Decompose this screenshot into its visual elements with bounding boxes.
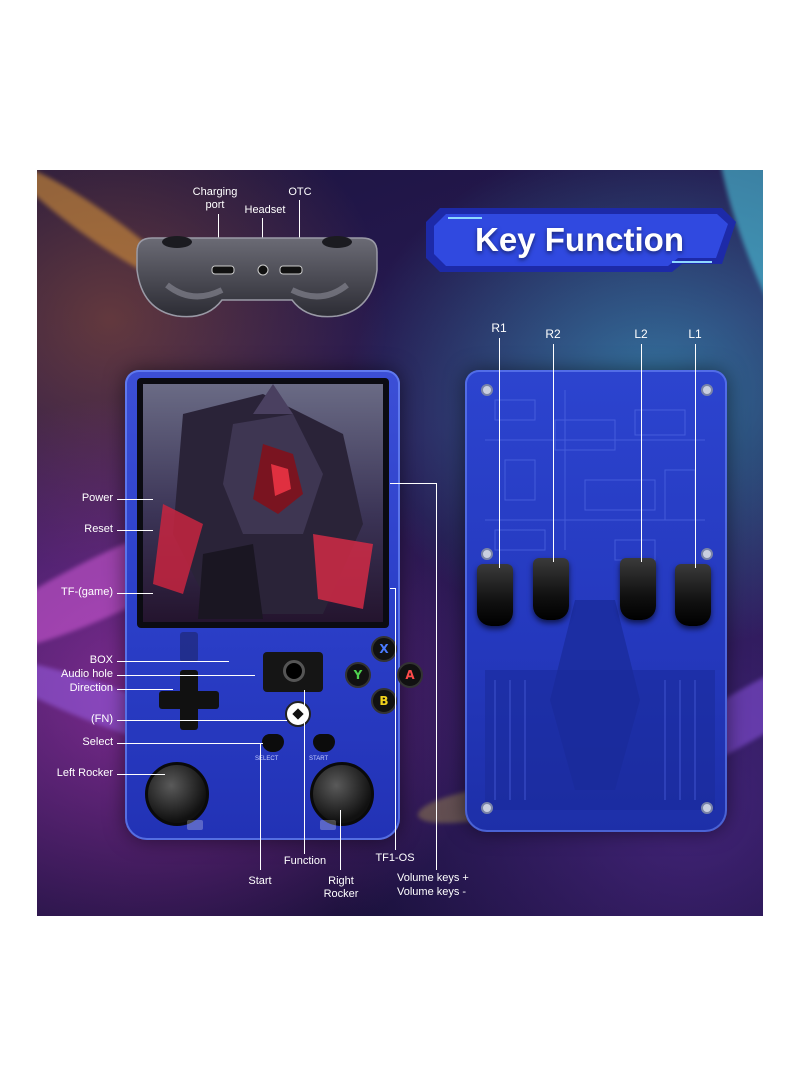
screw bbox=[481, 548, 493, 560]
leader-line bbox=[117, 720, 287, 721]
handheld-top-view-image bbox=[136, 236, 378, 318]
select-button[interactable] bbox=[262, 734, 284, 752]
leader-line bbox=[436, 483, 437, 870]
dpad[interactable] bbox=[159, 670, 219, 730]
a-button-label: A bbox=[405, 668, 415, 682]
leader-line bbox=[390, 483, 436, 484]
b-button[interactable]: B bbox=[371, 688, 397, 714]
label-tf-game: TF-(game) bbox=[61, 586, 113, 598]
leader-line bbox=[299, 200, 300, 262]
label-audio-hole: Audio hole bbox=[61, 668, 113, 680]
x-button[interactable]: X bbox=[371, 636, 397, 662]
select-small-label: SELECT bbox=[255, 756, 279, 762]
product-photo-background: Charging port Headset OTC Key Function bbox=[37, 170, 763, 916]
label-l1: L1 bbox=[688, 327, 702, 341]
label-start: Start bbox=[248, 875, 272, 887]
label-l2: L2 bbox=[634, 327, 648, 341]
label-charging-port: Charging port bbox=[192, 186, 238, 211]
dpad-upper-ghost bbox=[180, 632, 198, 662]
leader-line bbox=[117, 774, 165, 775]
label-direction: Direction bbox=[69, 682, 113, 694]
label-power: Power bbox=[81, 492, 113, 504]
bottom-notch bbox=[320, 820, 336, 830]
bottom-notch bbox=[187, 820, 203, 830]
circuit-board-texture bbox=[485, 390, 715, 810]
leader-line bbox=[695, 344, 696, 568]
screen-bezel bbox=[137, 378, 389, 628]
soccer-ball-icon bbox=[292, 708, 304, 720]
start-button[interactable] bbox=[313, 734, 335, 752]
label-headset: Headset bbox=[244, 204, 286, 216]
leader-line bbox=[117, 499, 153, 500]
y-button-label: Y bbox=[353, 668, 363, 682]
label-r1: R1 bbox=[491, 321, 507, 335]
title-banner bbox=[426, 208, 736, 272]
leader-line bbox=[117, 743, 263, 744]
x-button-label: X bbox=[379, 642, 389, 656]
leader-line bbox=[260, 744, 261, 870]
screw bbox=[481, 802, 493, 814]
label-select: Select bbox=[82, 736, 113, 748]
leader-line bbox=[499, 338, 500, 568]
b-button-label: B bbox=[379, 694, 389, 708]
leader-line bbox=[117, 530, 153, 531]
label-reset: Reset bbox=[84, 523, 113, 535]
dpad-horizontal bbox=[159, 691, 219, 709]
leader-line bbox=[117, 689, 173, 690]
label-otc: OTC bbox=[288, 186, 312, 198]
leader-line bbox=[553, 344, 554, 562]
r1-trigger[interactable] bbox=[477, 564, 513, 626]
function-button-cluster bbox=[263, 652, 323, 692]
leader-line bbox=[340, 810, 341, 870]
game-artwork-illustration bbox=[153, 384, 373, 619]
leader-line bbox=[304, 690, 305, 854]
handheld-front-view: SELECT START X Y A B bbox=[125, 370, 423, 840]
label-volume-down: Volume keys - bbox=[397, 886, 467, 898]
y-button[interactable]: Y bbox=[345, 662, 371, 688]
leader-line bbox=[395, 588, 396, 850]
r2-trigger[interactable] bbox=[533, 558, 569, 620]
screw bbox=[701, 384, 713, 396]
label-tf1-os: TF1-OS bbox=[375, 852, 415, 864]
leader-line bbox=[390, 588, 395, 589]
label-r2: R2 bbox=[545, 327, 561, 341]
label-right-rocker: Right Rocker bbox=[323, 875, 359, 900]
left-rocker[interactable] bbox=[145, 762, 209, 826]
leader-line bbox=[641, 344, 642, 562]
page-title: Key Function bbox=[474, 221, 684, 258]
game-screen-image bbox=[143, 384, 383, 622]
label-left-rocker: Left Rocker bbox=[56, 767, 113, 779]
start-small-label: START bbox=[309, 756, 329, 762]
label-volume-up: Volume keys + bbox=[397, 872, 469, 884]
l2-trigger[interactable] bbox=[620, 558, 656, 620]
label-box: BOX bbox=[89, 654, 113, 666]
right-rocker[interactable] bbox=[310, 762, 374, 826]
fn-button[interactable] bbox=[285, 701, 311, 727]
l1-trigger[interactable] bbox=[675, 564, 711, 626]
leader-line bbox=[117, 593, 153, 594]
label-fn: (FN) bbox=[91, 713, 113, 725]
screw bbox=[701, 548, 713, 560]
label-function: Function bbox=[283, 855, 327, 867]
screw bbox=[481, 384, 493, 396]
handheld-back-view bbox=[465, 370, 727, 832]
screw bbox=[701, 802, 713, 814]
leader-line bbox=[117, 675, 255, 676]
leader-line bbox=[117, 661, 229, 662]
function-button[interactable] bbox=[283, 660, 305, 682]
a-button[interactable]: A bbox=[397, 662, 423, 688]
